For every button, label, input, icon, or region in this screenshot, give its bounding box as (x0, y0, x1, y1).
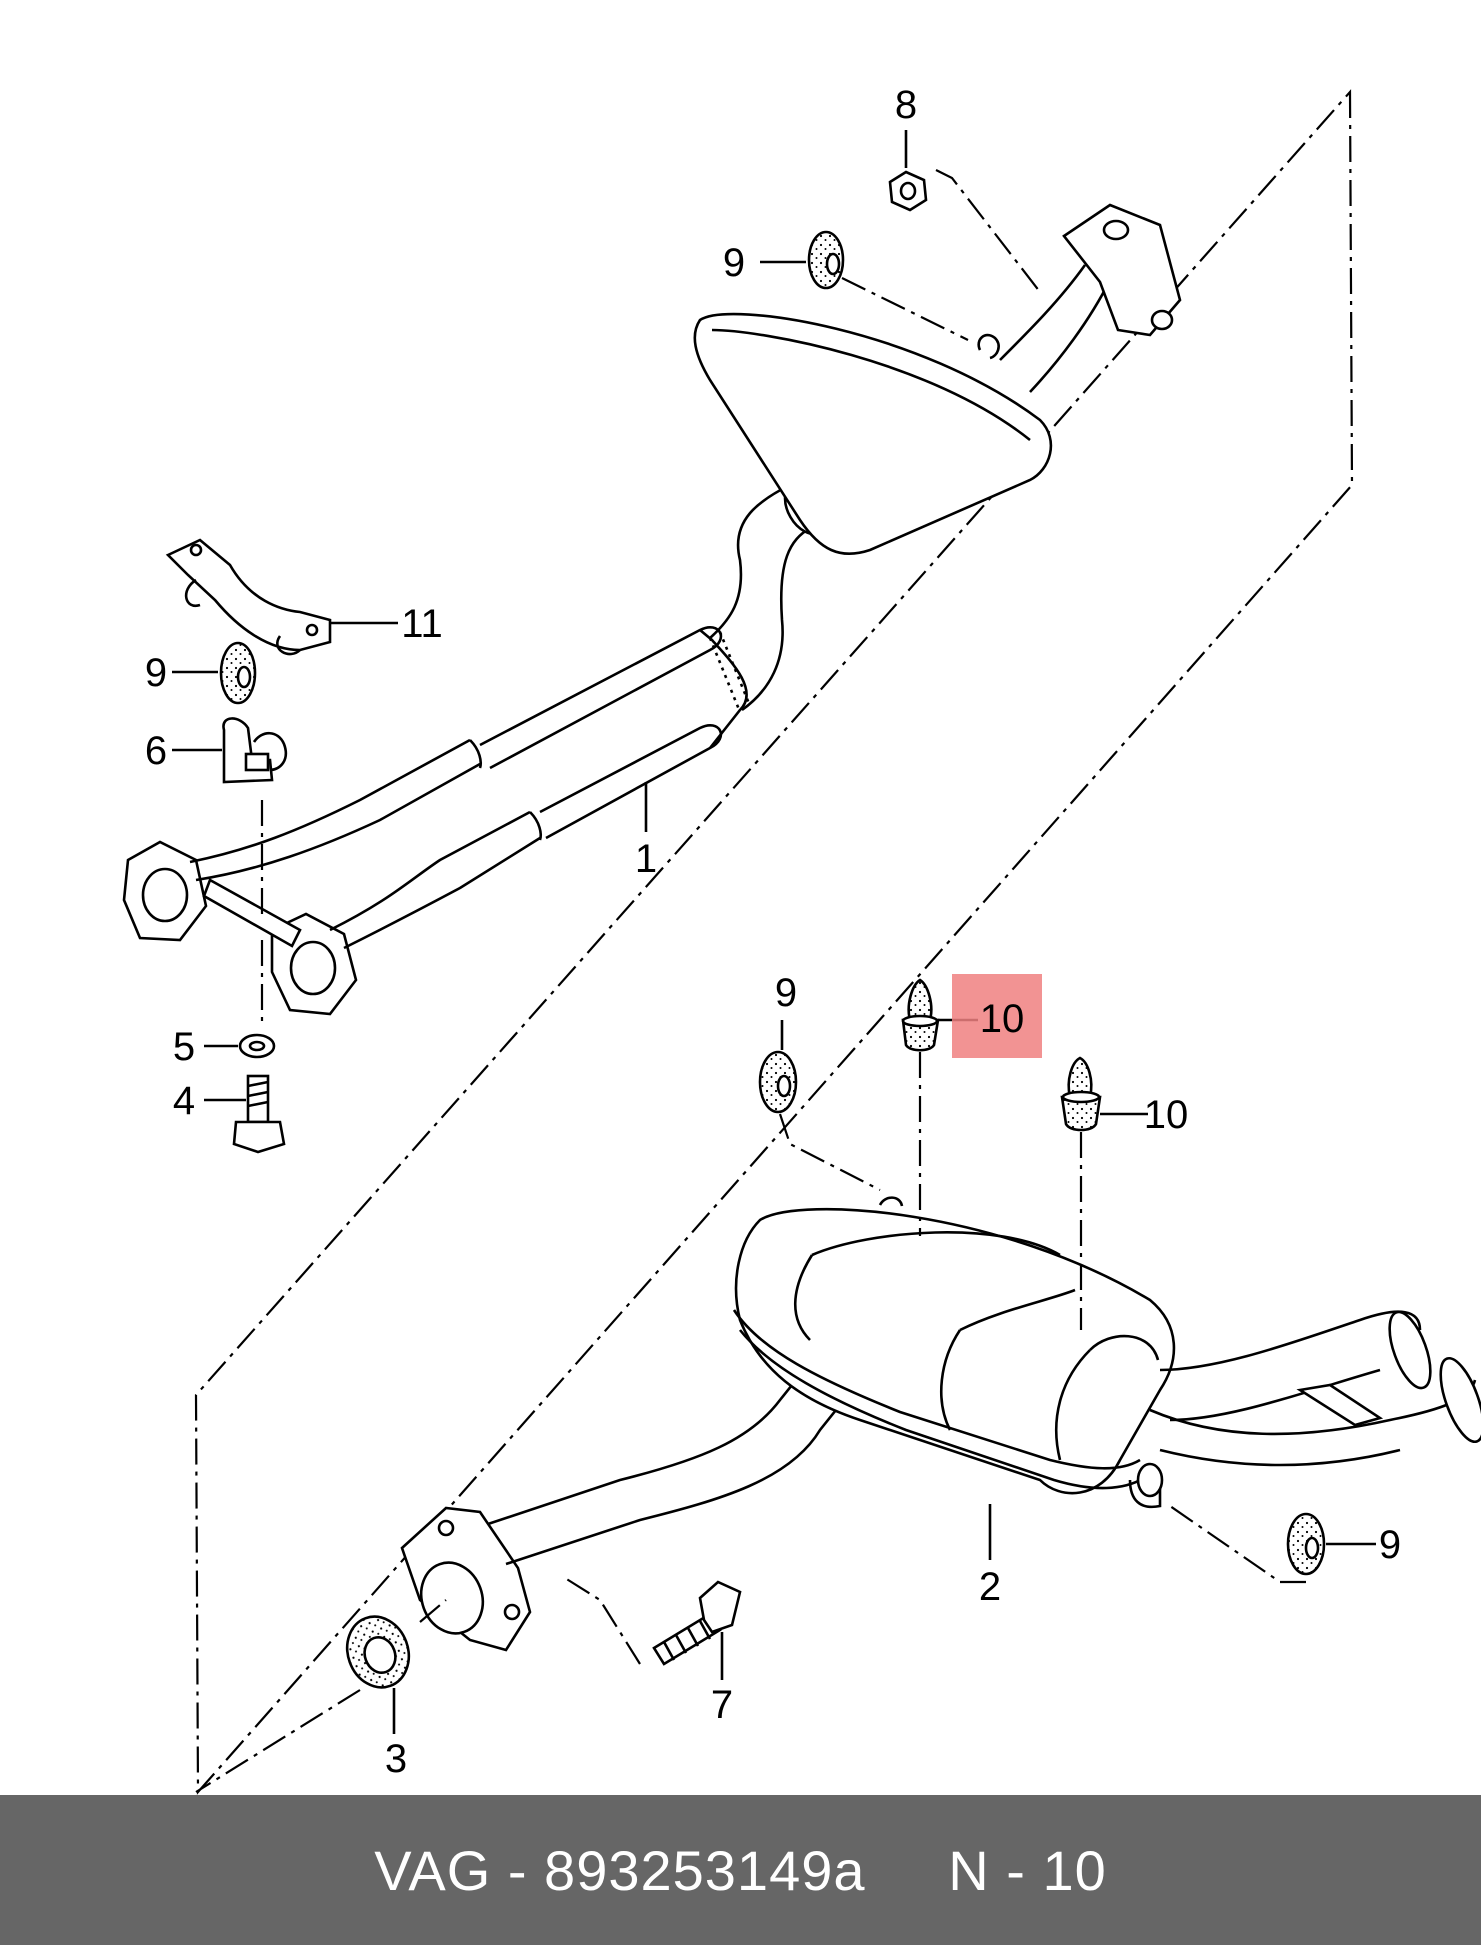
callout-11: 11 (401, 602, 443, 646)
center-muffler (693, 203, 1182, 555)
callout-9-upper-left: 9 (145, 651, 167, 695)
callout-2: 2 (979, 1565, 1001, 1609)
part-5-washer (238, 1033, 276, 1059)
highlight-box (952, 974, 1042, 1058)
part-7-bolt (652, 1580, 742, 1666)
part-11-clamp (165, 538, 332, 656)
part-4-bolt (232, 1074, 286, 1154)
rear-muffler-assembly (400, 1196, 1481, 1652)
front-pipe-assembly (122, 473, 832, 1016)
callout-10: 10 (1144, 1093, 1189, 1137)
part-9-ring-top (807, 230, 845, 290)
part-9-ring-upper-left (219, 641, 257, 705)
exhaust-system-diagram: 8 9 11 9 6 1 5 4 9 10 10 9 2 7 3 (122, 83, 1481, 1795)
callout-1: 1 (635, 837, 657, 881)
callout-6: 6 (145, 729, 167, 773)
part-8-nut (888, 170, 928, 212)
part-9-ring-lower-left (758, 1050, 798, 1114)
callout-9-top: 9 (723, 241, 745, 285)
part-3-flange-nut (345, 1615, 411, 1689)
assembly-lines (195, 169, 1306, 1793)
callout-leaders (172, 130, 1376, 1734)
part-10-buffer-highlighted (901, 978, 940, 1052)
callout-8: 8 (895, 83, 917, 127)
callout-10-highlighted: 10 (980, 997, 1025, 1041)
part-10-buffer (1060, 1056, 1102, 1132)
footer-part-label: VAG - 893253149a N - 10 (374, 1838, 1107, 1902)
part-number-footer: VAG - 893253149a N - 10 (0, 1795, 1481, 1945)
callout-3: 3 (385, 1737, 407, 1781)
callout-5: 5 (173, 1025, 195, 1069)
callout-9-lower-right: 9 (1379, 1523, 1401, 1567)
part-6-clamp (222, 717, 288, 784)
part-9-ring-lower-right (1286, 1512, 1326, 1576)
callout-4: 4 (173, 1079, 195, 1123)
callout-labels: 8 9 11 9 6 1 5 4 9 10 10 9 2 7 3 (145, 83, 1401, 1781)
callout-9-lower-left: 9 (775, 971, 797, 1015)
callout-7: 7 (711, 1683, 733, 1727)
